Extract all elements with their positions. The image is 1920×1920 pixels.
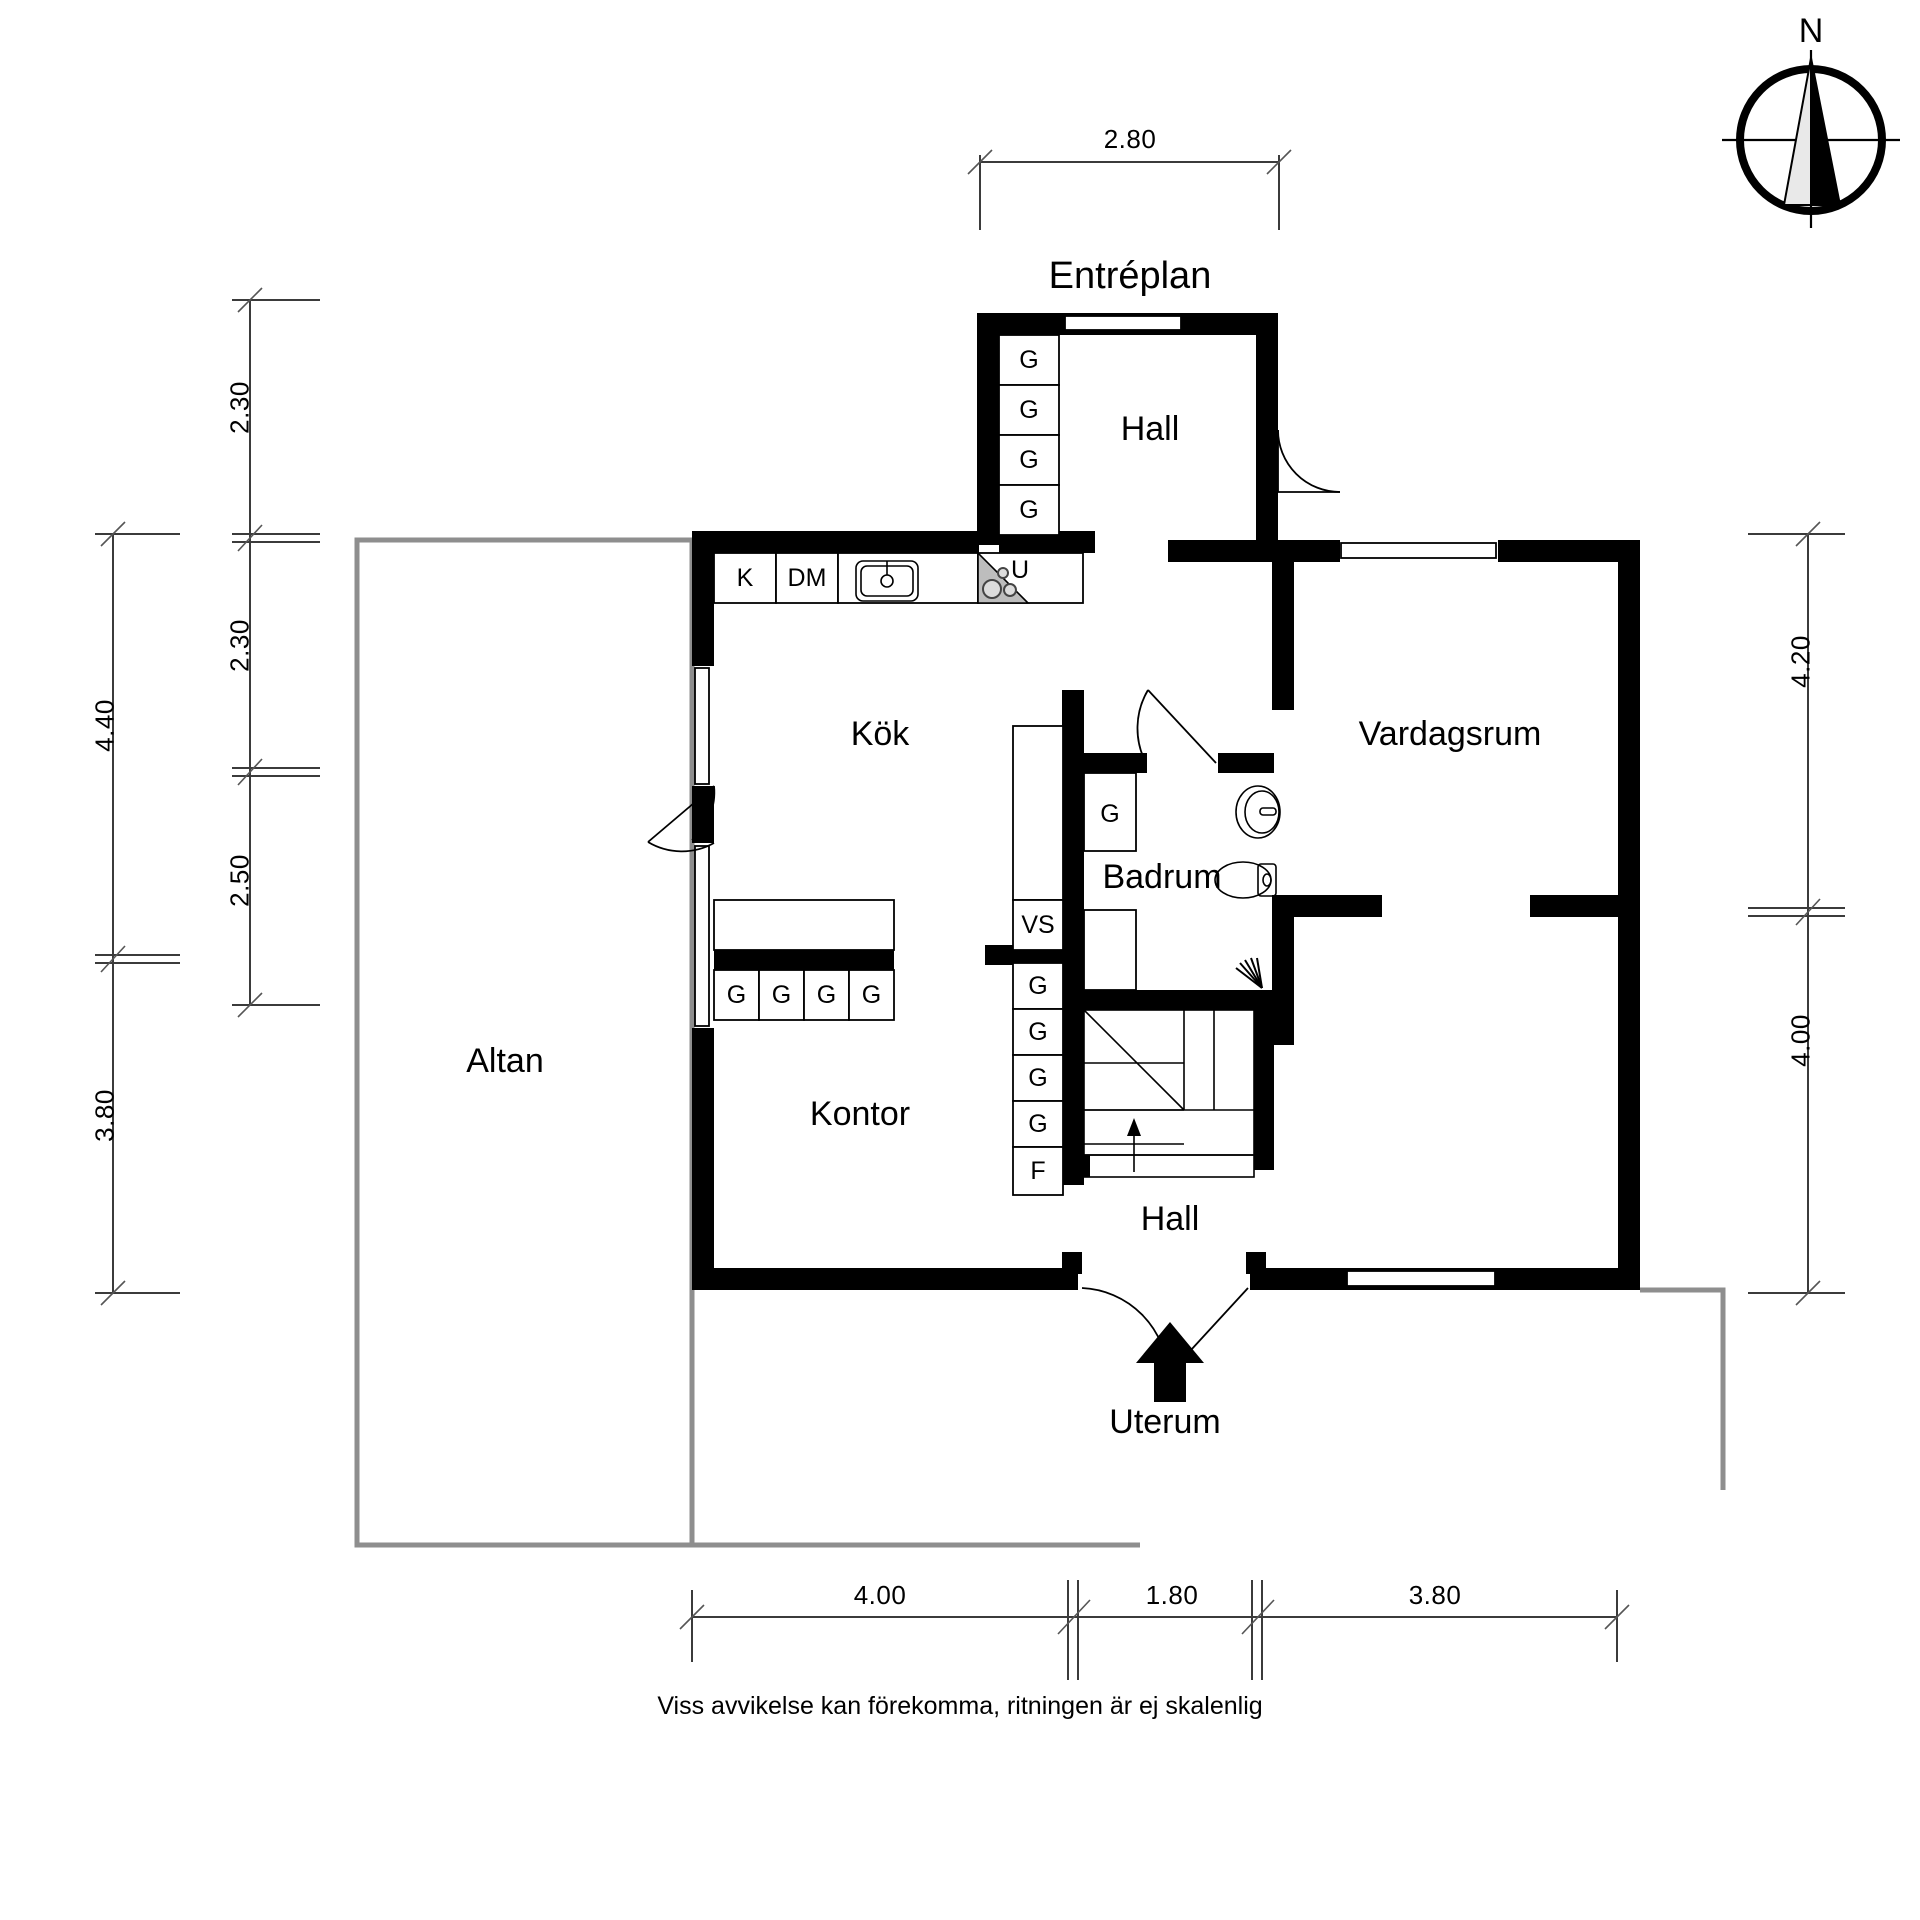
stair-closet-g3: G — [1028, 1064, 1048, 1092]
dimension-right — [1748, 521, 1845, 1306]
room-label-badrum: Badrum — [1102, 858, 1222, 896]
windows — [694, 315, 1497, 1287]
dimension-left-outer — [95, 521, 180, 1306]
dimension-right-0: 4.20 — [1785, 635, 1816, 688]
dimension-right-1: 4.00 — [1785, 1014, 1816, 1067]
room-label-hall-top: Hall — [1120, 410, 1180, 448]
entry-closet-group — [998, 334, 1060, 536]
oven-label-u: U — [1010, 556, 1030, 584]
staircase — [1083, 1009, 1255, 1178]
compass-rose — [1722, 50, 1900, 228]
disclaimer-caption: Viss avvikelse kan förekomma, ritningen … — [657, 1692, 1263, 1720]
kitchen-unit-k: K — [736, 564, 754, 592]
stair-closet-column — [1012, 725, 1064, 1196]
stair-closet-vs: VS — [1021, 911, 1055, 939]
dimension-top-0: 2.80 — [1103, 124, 1157, 154]
page-title: Entréplan — [1048, 255, 1212, 297]
entry-closet-4: G — [1019, 496, 1039, 524]
compass-north-label: N — [1798, 12, 1824, 50]
dimension-left-outer-1: 3.80 — [89, 1089, 120, 1142]
dimension-left-outer-0: 4.40 — [89, 699, 120, 752]
entry-closet-2: G — [1019, 396, 1039, 424]
office-closet-2: G — [771, 981, 792, 1009]
dimension-bottom-0: 4.00 — [853, 1580, 907, 1610]
office-closet-4: G — [861, 981, 882, 1009]
door-swings — [647, 429, 1341, 1402]
dimension-left-inner-2: 2.50 — [224, 854, 255, 907]
entry-closet-3: G — [1019, 446, 1039, 474]
room-label-kok: Kök — [850, 715, 910, 753]
kitchen-counter — [713, 551, 1084, 604]
dimension-bottom-2: 3.80 — [1408, 1580, 1462, 1610]
dimension-top — [967, 149, 1292, 230]
bath-closet-g: G — [1100, 800, 1120, 828]
entry-closet-1: G — [1019, 346, 1039, 374]
dimension-bottom — [679, 1580, 1630, 1680]
walls — [692, 313, 1640, 1290]
room-label-kontor: Kontor — [809, 1095, 911, 1133]
uterum-outline — [689, 1287, 1726, 1545]
stair-closet-g1: G — [1028, 972, 1048, 1000]
kitchen-unit-dm: DM — [787, 564, 827, 592]
dimension-left-inner — [232, 287, 320, 1018]
bathroom-fixtures — [1083, 772, 1281, 991]
dimension-bottom-1: 1.80 — [1145, 1580, 1199, 1610]
office-closet-group — [713, 899, 895, 1021]
shower-icon — [1235, 957, 1263, 989]
office-closet-3: G — [816, 981, 837, 1009]
office-closet-1: G — [726, 981, 747, 1009]
room-label-vardagsrum: Vardagsrum — [1358, 715, 1542, 753]
stair-closet-f: F — [1030, 1157, 1046, 1185]
dimension-left-inner-1: 2.30 — [224, 619, 255, 672]
stair-closet-g2: G — [1028, 1018, 1048, 1046]
stair-closet-g4: G — [1028, 1110, 1048, 1138]
room-label-uterum: Uterum — [1109, 1403, 1221, 1441]
room-label-hall-bottom: Hall — [1140, 1200, 1200, 1238]
room-label-altan: Altan — [466, 1042, 544, 1080]
dimension-left-inner-0: 2.30 — [224, 381, 255, 434]
